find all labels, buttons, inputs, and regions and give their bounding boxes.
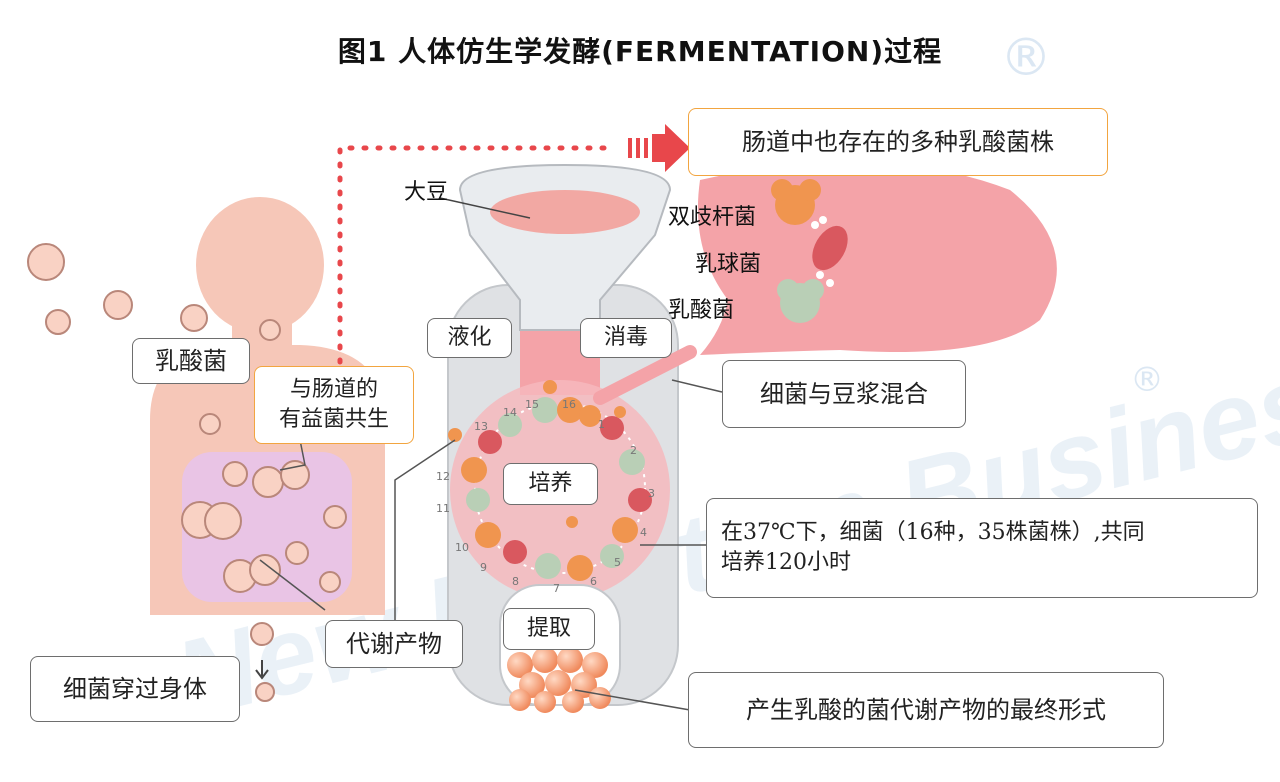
label-bifidobacterium: 双歧杆菌 [668, 205, 757, 230]
pass-body-box: 细菌穿过身体 [30, 656, 240, 722]
leader-lines [259, 379, 723, 711]
gut-strains-callout: 肠道中也存在的多种乳酸菌株 [688, 108, 1108, 176]
extract-box: 提取 [503, 608, 595, 650]
ring-number: 7 [553, 582, 560, 595]
label-lactococcus: 乳球菌 [695, 252, 762, 277]
ring-number-group: 1 2 3 4 5 6 7 8 9 10 11 12 13 14 15 16 [436, 398, 655, 595]
ring-number: 6 [590, 575, 597, 588]
ring-number: 16 [562, 398, 576, 411]
intestine [182, 452, 352, 602]
ring-number: 2 [630, 444, 637, 457]
culture-desc-line-1: 在37℃下，细菌（16种，35株菌株）,共同 [721, 520, 1145, 546]
ring-number: 12 [436, 470, 450, 483]
ring-number: 10 [455, 541, 469, 554]
symbiosis-line-1: 与肠道的 [289, 377, 378, 403]
floating-bacteria [27, 243, 347, 702]
liquefy-box: 液化 [427, 318, 512, 358]
strain-characters [771, 179, 848, 323]
ring-number: 11 [436, 502, 450, 515]
registered-mark-right: ® [1130, 360, 1164, 400]
ring-number: 15 [525, 398, 539, 411]
dotted-path [337, 145, 618, 365]
label-lactic-acid-bacteria: 乳酸菌 [668, 298, 735, 323]
soy-leader [439, 197, 531, 219]
culture-box: 培养 [503, 463, 598, 505]
ring-number: 13 [474, 420, 488, 433]
symbiosis-box: 与肠道的 有益菌共生 [254, 366, 414, 444]
ring-number: 8 [512, 575, 519, 588]
final-product-balls [507, 647, 611, 713]
funnel [458, 163, 672, 331]
registered-mark-top: ® [1000, 28, 1052, 88]
final-form-box: 产生乳酸的菌代谢产物的最终形式 [688, 672, 1164, 748]
ring-number: 4 [640, 526, 647, 539]
ring-number: 5 [614, 556, 621, 569]
ring-number: 14 [503, 406, 517, 419]
culture-description-box: 在37℃下，细菌（16种，35株菌株）,共同 培养120小时 [706, 498, 1258, 598]
metabolites-box: 代谢产物 [325, 620, 463, 668]
down-arrow [255, 660, 269, 680]
culture-desc-line-2: 培养120小时 [721, 550, 851, 575]
red-arrow [628, 124, 690, 172]
bacteria-ring [448, 380, 652, 581]
inlet-pipe [593, 345, 697, 405]
sterilize-box: 消毒 [580, 318, 672, 358]
ring-number: 3 [648, 487, 655, 500]
figure-title: 图1 人体仿生学发酵(FERMENTATION)过程 [337, 35, 943, 68]
mix-box: 细菌与豆浆混合 [722, 360, 966, 428]
lactic-bacteria-box: 乳酸菌 [132, 338, 250, 384]
label-soy: 大豆 [404, 180, 449, 205]
ring-number: 9 [480, 561, 487, 574]
symbiosis-line-2: 有益菌共生 [278, 407, 389, 432]
ring-number: 1 [598, 418, 605, 431]
